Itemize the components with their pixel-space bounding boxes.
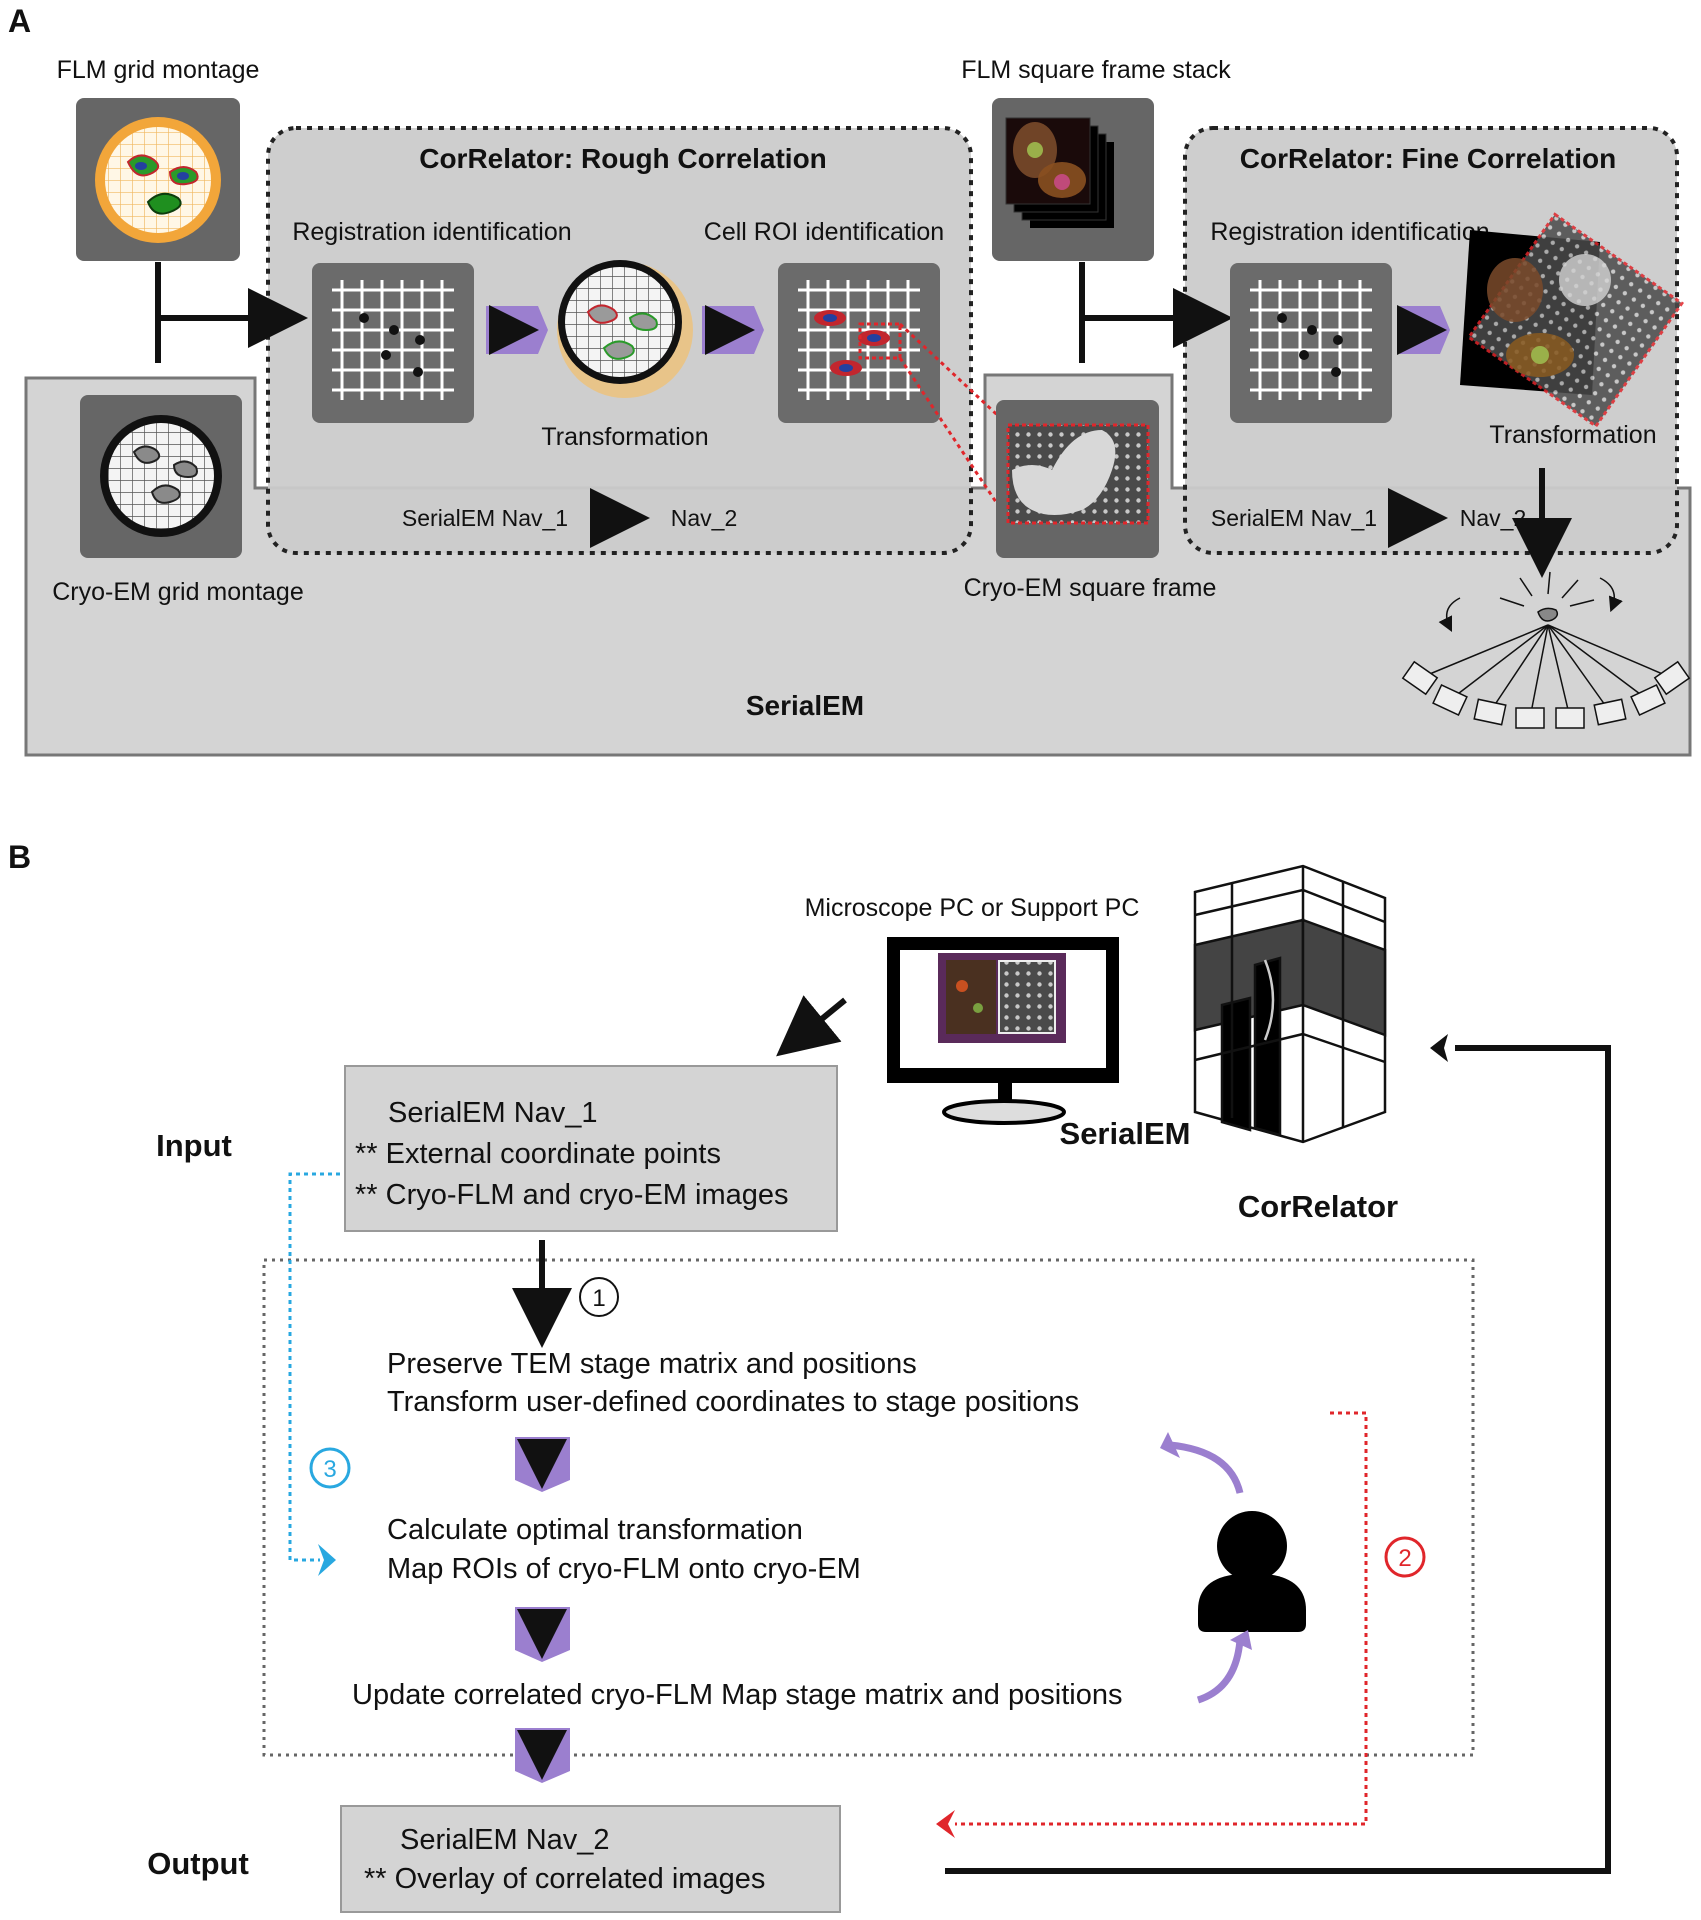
input-line-1: SerialEM Nav_1 xyxy=(388,1097,598,1129)
step-2-number: 2 xyxy=(1398,1545,1411,1572)
rough-chevron-1 xyxy=(486,305,548,355)
step-b-line-1: Calculate optimal transformation xyxy=(387,1514,803,1546)
cell-roi-grid xyxy=(778,263,940,423)
user-icon xyxy=(1198,1511,1306,1632)
output-label: Output xyxy=(147,1846,249,1881)
rough-cell-roi-label: Cell ROI identification xyxy=(704,218,944,246)
flm-grid-montage-label: FLM grid montage xyxy=(57,56,260,84)
step-3-number: 3 xyxy=(323,1456,336,1483)
correlator-label: CorRelator xyxy=(1238,1189,1398,1224)
input-line-3: ** Cryo-FLM and cryo-EM images xyxy=(355,1179,789,1211)
flm-grid-montage-image xyxy=(76,98,240,261)
output-line-2: ** Overlay of correlated images xyxy=(364,1863,765,1895)
user-arrow-down-head xyxy=(1230,1630,1252,1650)
fine-nav-to: Nav_2 xyxy=(1460,505,1526,531)
panel-a-letter: A xyxy=(8,3,31,39)
rough-registration-label: Registration identification xyxy=(292,218,571,246)
fine-transformation-label: Transformation xyxy=(1489,421,1656,449)
zoom-line-bottom xyxy=(898,357,1010,521)
input-label: Input xyxy=(156,1128,232,1163)
fine-title: CorRelator: Fine Correlation xyxy=(1240,143,1616,174)
down-chevron-2 xyxy=(515,1607,570,1662)
return-path xyxy=(945,1045,1611,1874)
down-chevron-3 xyxy=(515,1728,570,1783)
user-arrow-down xyxy=(1196,1639,1244,1704)
step-b-line-2: Map ROIs of cryo-FLM onto cryo-EM xyxy=(387,1553,861,1585)
serialem-pc-label: SerialEM xyxy=(1060,1116,1191,1151)
user-arrow-up xyxy=(1169,1441,1244,1494)
fine-chevron xyxy=(1397,305,1450,355)
cryo-em-grid-montage-image xyxy=(80,395,242,558)
output-box xyxy=(340,1805,841,1913)
rough-title: CorRelator: Rough Correlation xyxy=(419,143,827,174)
serialem-region xyxy=(24,373,1692,757)
rough-transformation-label: Transformation xyxy=(541,423,708,451)
down-chevron-1 xyxy=(515,1437,570,1492)
fine-nav-from: SerialEM Nav_1 xyxy=(1211,505,1377,531)
step-3-circle xyxy=(309,1447,351,1489)
pc-label: Microscope PC or Support PC xyxy=(805,894,1140,922)
processing-box xyxy=(262,1258,1475,1757)
step-2-circle xyxy=(1384,1536,1426,1578)
fine-registration-grid xyxy=(1230,263,1392,423)
correlator-server-icon xyxy=(1193,864,1387,1144)
input-line-2: ** External coordinate points xyxy=(355,1138,721,1170)
step-2-path xyxy=(955,1411,1368,1826)
step-a-line-2: Transform user-defined coordinates to st… xyxy=(387,1386,1079,1418)
rough-chevron-2 xyxy=(702,305,764,355)
step-c-line: Update correlated cryo-FLM Map stage mat… xyxy=(352,1679,1122,1711)
monitor-to-input-arrow xyxy=(776,995,847,1057)
fine-registration-label: Registration identification xyxy=(1210,218,1489,246)
step-1-number: 1 xyxy=(592,1285,605,1312)
rough-registration-grid xyxy=(312,263,474,423)
cryo-em-square-frame-label: Cryo-EM square frame xyxy=(964,574,1217,602)
step-a-line-1: Preserve TEM stage matrix and positions xyxy=(387,1348,917,1380)
step-2-arrowhead xyxy=(936,1810,955,1838)
monitor-icon xyxy=(887,937,1119,1125)
zoom-line-top xyxy=(898,322,1010,427)
return-arrowhead xyxy=(1430,1034,1448,1062)
rough-nav-to: Nav_2 xyxy=(671,505,737,531)
step-1-circle xyxy=(579,1277,619,1317)
flm-square-stack-image xyxy=(992,98,1154,261)
output-line-1: SerialEM Nav_2 xyxy=(400,1824,610,1856)
flm-square-stack-label: FLM square frame stack xyxy=(961,56,1231,84)
input-box xyxy=(344,1065,838,1232)
rough-transformation-image xyxy=(557,260,693,398)
step-3-arrowhead xyxy=(318,1544,336,1576)
tilt-series-icon xyxy=(1401,571,1691,729)
panel-b-letter: B xyxy=(8,839,31,875)
user-arrow-up-head xyxy=(1160,1432,1180,1458)
step-3-path xyxy=(288,1172,340,1562)
fine-transformation-image xyxy=(1460,212,1685,429)
cryo-em-square-frame-image xyxy=(996,400,1159,558)
serialem-label: SerialEM xyxy=(746,690,864,721)
cryo-em-grid-montage-label: Cryo-EM grid montage xyxy=(52,578,303,606)
rough-nav-from: SerialEM Nav_1 xyxy=(402,505,568,531)
